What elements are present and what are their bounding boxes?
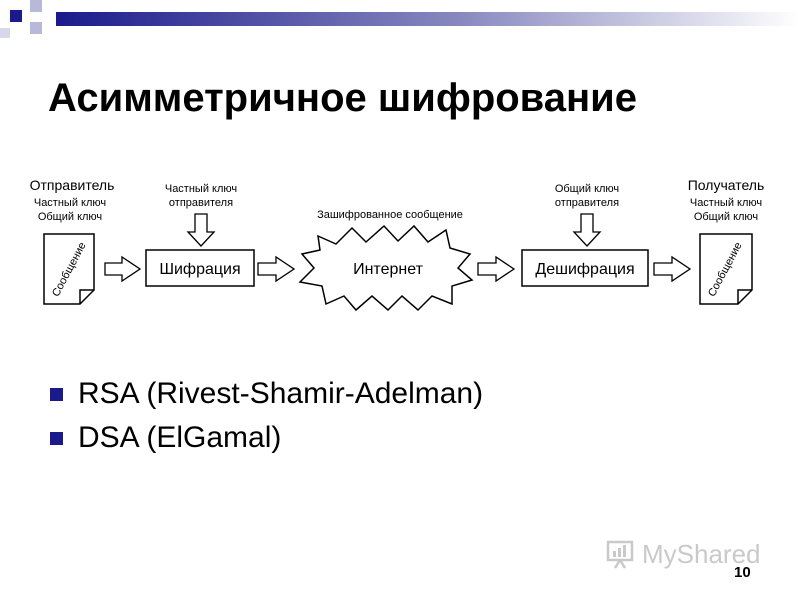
sender-line-2: Общий ключ [38,211,102,223]
decrypt-box-label: Дешифрация [535,261,634,278]
decrypt-key-line-2: отправителя [555,197,619,209]
arrow-internet-to-decrypt [477,255,516,283]
encrypt-key-line-1: Частный ключ [165,183,237,195]
receiver-document-icon: Сообщение [699,233,753,305]
receiver-line-1: Частный ключ [690,197,762,209]
bullet-item-dsa: DSA (ElGamal) [50,416,483,460]
arrow-key-to-decrypt [572,213,602,247]
bullet-list: RSA (Rivest-Shamir-Adelman) DSA (ElGamal… [50,372,483,460]
page-number: 10 [734,564,751,581]
watermark: MyShared [606,536,766,572]
arrow-key-to-encrypt [186,213,216,247]
sender-document-icon: Сообщение [43,233,95,305]
sender-title: Отправитель [30,177,115,193]
receiver-title: Получатель [688,177,765,193]
bullet-text-dsa: DSA (ElGamal) [78,421,282,454]
corner-square-1 [10,10,22,22]
slide-title: Асимметричное шифрование [48,76,637,120]
arrow-doc-to-encrypt [104,255,142,283]
encrypt-box [145,249,255,287]
decrypt-box [521,249,649,287]
decrypt-key-line-1: Общий ключ [555,183,619,195]
encrypt-box-label: Шифрация [159,261,240,278]
bullet-item-rsa: RSA (Rivest-Shamir-Adelman) [50,372,483,416]
square-bullet-icon [50,432,63,445]
square-bullet-icon [50,388,63,401]
watermark-chart-icon [606,540,634,569]
internet-label: Интернет [353,261,423,278]
arrow-encrypt-to-internet [257,255,296,283]
sender-line-1: Частный ключ [34,197,106,209]
internet-caption: Зашифрованное сообщение [317,209,463,221]
encryption-diagram: Отправитель Частный ключ Общий ключ Сооб… [30,177,765,312]
corner-square-4 [0,28,10,38]
corner-square-2 [30,0,42,12]
watermark-text: MyShared [642,538,761,569]
bullet-text-rsa: RSA (Rivest-Shamir-Adelman) [78,377,484,410]
header-gradient-bar [0,0,800,38]
corner-square-3 [30,22,42,34]
arrow-decrypt-to-doc [653,255,692,283]
encrypt-key-line-2: отправителя [169,197,233,209]
header-bar [56,12,800,26]
receiver-line-2: Общий ключ [694,211,758,223]
internet-cloud-icon [298,224,474,312]
